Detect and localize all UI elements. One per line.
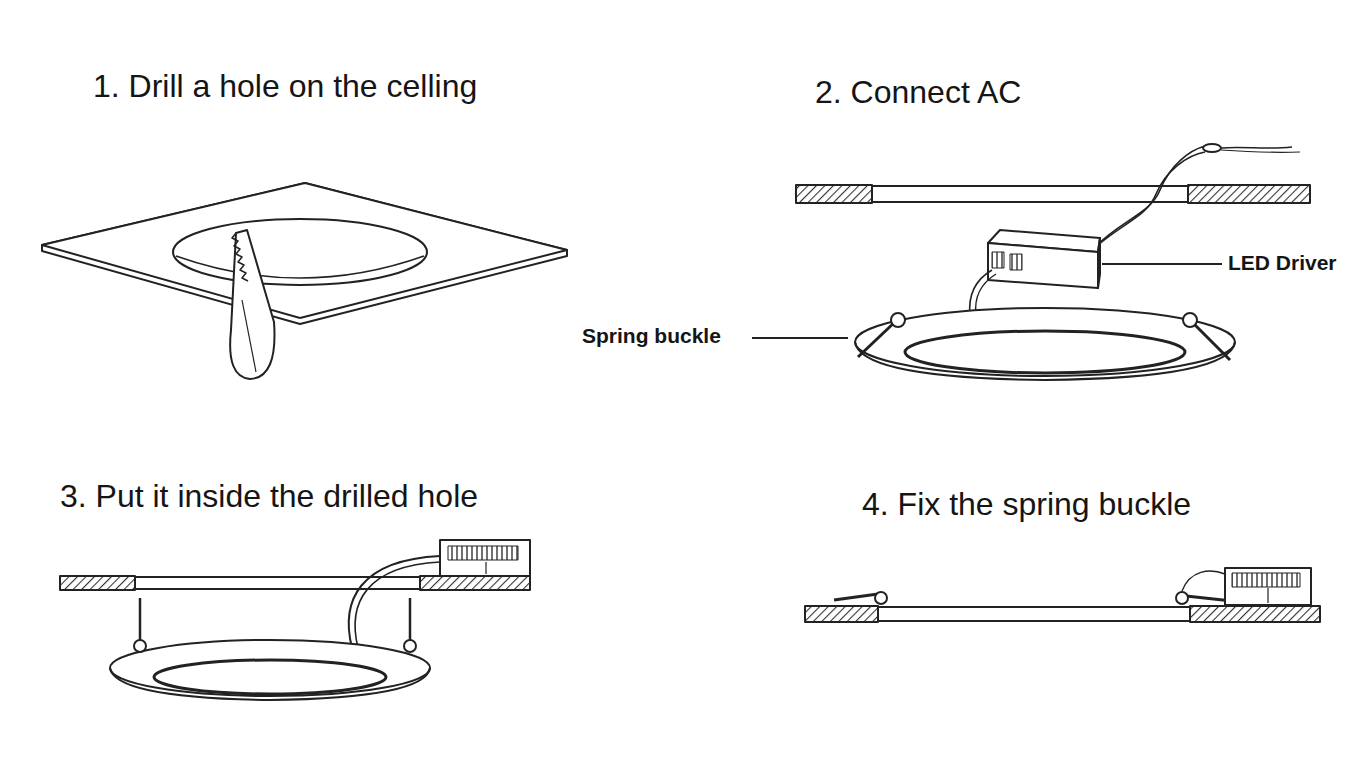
led-driver: [440, 540, 530, 576]
led-driver: [988, 230, 1100, 288]
part-label: Spring buckle: [582, 324, 721, 348]
spring-buckle-pair: [134, 598, 416, 652]
led-driver: [1225, 568, 1311, 605]
leader-line: [752, 337, 848, 339]
ceiling-section: [796, 185, 1310, 203]
step-heading: 4. Fix the spring buckle: [862, 486, 1191, 523]
driver-wire: [349, 556, 440, 648]
step-heading: 1. Drill a hole on the celling: [93, 68, 477, 105]
spring-buckle-pair: [858, 313, 1230, 360]
ceiling-section: [805, 606, 1320, 622]
part-label: LED Driver: [1228, 251, 1337, 275]
mains-wire: [1088, 144, 1300, 254]
ceiling-section: [60, 576, 530, 590]
led-panel: [110, 640, 430, 700]
step-heading: 3. Put it inside the drilled hole: [60, 478, 478, 515]
ceiling-panel: [42, 183, 567, 324]
step-heading: 2. Connect AC: [815, 74, 1021, 111]
driver-wire: [970, 270, 992, 315]
jigsaw-blade: [230, 230, 274, 379]
spring-buckle-pair: [834, 592, 1232, 604]
led-panel: [855, 308, 1235, 380]
driver-wire: [1182, 571, 1225, 591]
leader-line: [1102, 263, 1222, 265]
